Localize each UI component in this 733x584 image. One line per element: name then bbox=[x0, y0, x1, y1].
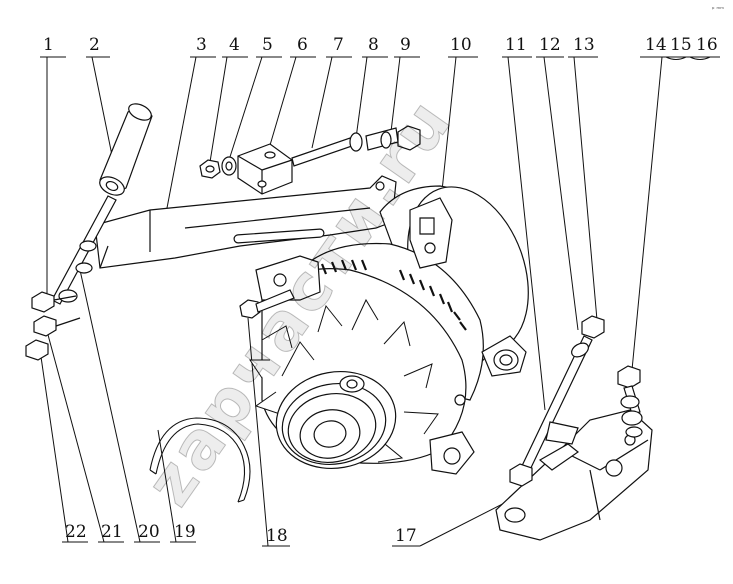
long-bolt-left bbox=[26, 196, 116, 360]
callout-label-3: 3 bbox=[196, 35, 207, 55]
callout-label-13: 13 bbox=[573, 35, 595, 55]
callout-label-21: 21 bbox=[101, 522, 123, 542]
pivot-sleeve bbox=[97, 101, 154, 199]
leader-lines-top bbox=[40, 57, 720, 410]
front-bolt bbox=[240, 290, 294, 318]
callout-label-5: 5 bbox=[262, 35, 273, 55]
callout-label-7: 7 bbox=[333, 35, 344, 55]
drive-belt bbox=[150, 418, 250, 502]
callout-label-4: 4 bbox=[229, 35, 240, 55]
callout-label-6: 6 bbox=[297, 35, 308, 55]
small-bolt-stack bbox=[618, 366, 642, 437]
adjusting-bracket bbox=[95, 176, 396, 268]
callout-label-9: 9 bbox=[400, 35, 411, 55]
leader-lines-bottom bbox=[40, 270, 530, 546]
top-fasteners bbox=[200, 126, 420, 194]
lower-bracket bbox=[496, 410, 652, 540]
callout-label-16: 16 bbox=[696, 35, 718, 55]
callout-label-12: 12 bbox=[539, 35, 561, 55]
callout-label-22: 22 bbox=[65, 522, 87, 542]
corner-mark: ᵖ ᵐᵐ bbox=[712, 6, 724, 13]
alternator-body bbox=[250, 170, 550, 478]
callout-label-20: 20 bbox=[138, 522, 160, 542]
callout-label-10: 10 bbox=[450, 35, 472, 55]
callout-label-19: 19 bbox=[174, 522, 196, 542]
callout-label-8: 8 bbox=[368, 35, 379, 55]
callout-label-1: 1 bbox=[43, 35, 54, 55]
callout-label-18: 18 bbox=[266, 526, 288, 546]
callout-label-15: 15 bbox=[670, 35, 692, 55]
long-bolt-right bbox=[510, 316, 604, 486]
callout-label-14: 14 bbox=[645, 35, 667, 55]
callout-label-2: 2 bbox=[89, 35, 100, 55]
callout-label-11: 11 bbox=[505, 35, 527, 55]
callout-label-17: 17 bbox=[395, 526, 417, 546]
